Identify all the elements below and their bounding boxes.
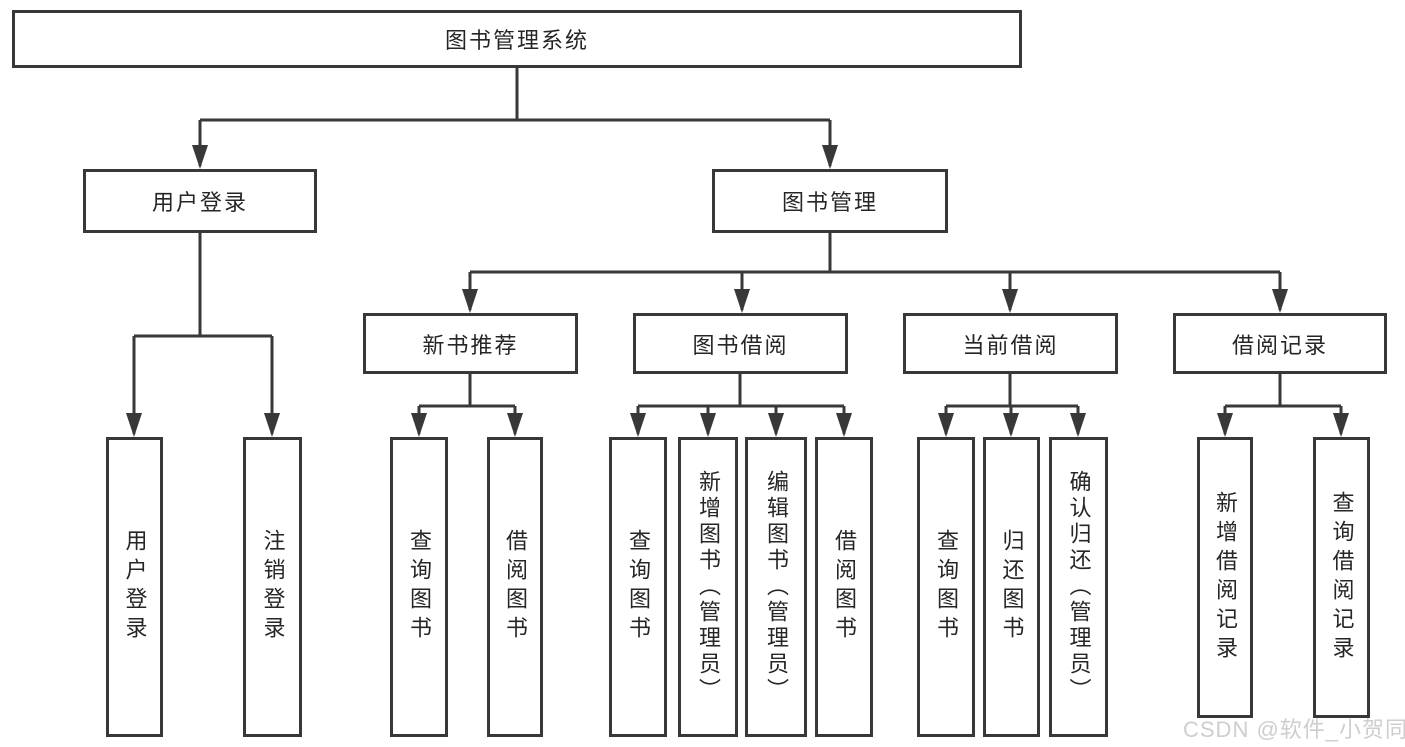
node-book-management: 图书管理 xyxy=(712,169,948,233)
leaf-return-book: 归还图书 xyxy=(983,437,1040,737)
node-current-borrow: 当前借阅 xyxy=(903,313,1118,374)
leaf-borrow-books-recommend: 借阅图书 xyxy=(487,437,543,737)
leaf-add-borrow-record: 新增借阅记录 xyxy=(1197,437,1253,718)
leaf-confirm-return-admin: 确认归还（管理员） xyxy=(1049,437,1108,737)
watermark: CSDN @软件_小贺同学 xyxy=(1183,717,1405,742)
leaf-logout: 注销登录 xyxy=(243,437,302,737)
node-book-borrow: 图书借阅 xyxy=(633,313,848,374)
node-user-login: 用户登录 xyxy=(83,169,317,233)
leaf-query-books-current: 查询图书 xyxy=(917,437,975,737)
leaf-query-borrow-record: 查询借阅记录 xyxy=(1313,437,1370,718)
leaf-query-books-recommend: 查询图书 xyxy=(390,437,448,737)
leaf-add-book-admin: 新增图书（管理员） xyxy=(678,437,738,737)
leaf-edit-book-admin: 编辑图书（管理员） xyxy=(745,437,807,737)
node-root: 图书管理系统 xyxy=(12,10,1022,68)
node-borrow-records: 借阅记录 xyxy=(1173,313,1387,374)
node-new-book-recommend: 新书推荐 xyxy=(363,313,578,374)
leaf-borrow-books: 借阅图书 xyxy=(815,437,873,737)
leaf-user-login: 用户登录 xyxy=(106,437,163,737)
leaf-query-books-borrow: 查询图书 xyxy=(609,437,667,737)
